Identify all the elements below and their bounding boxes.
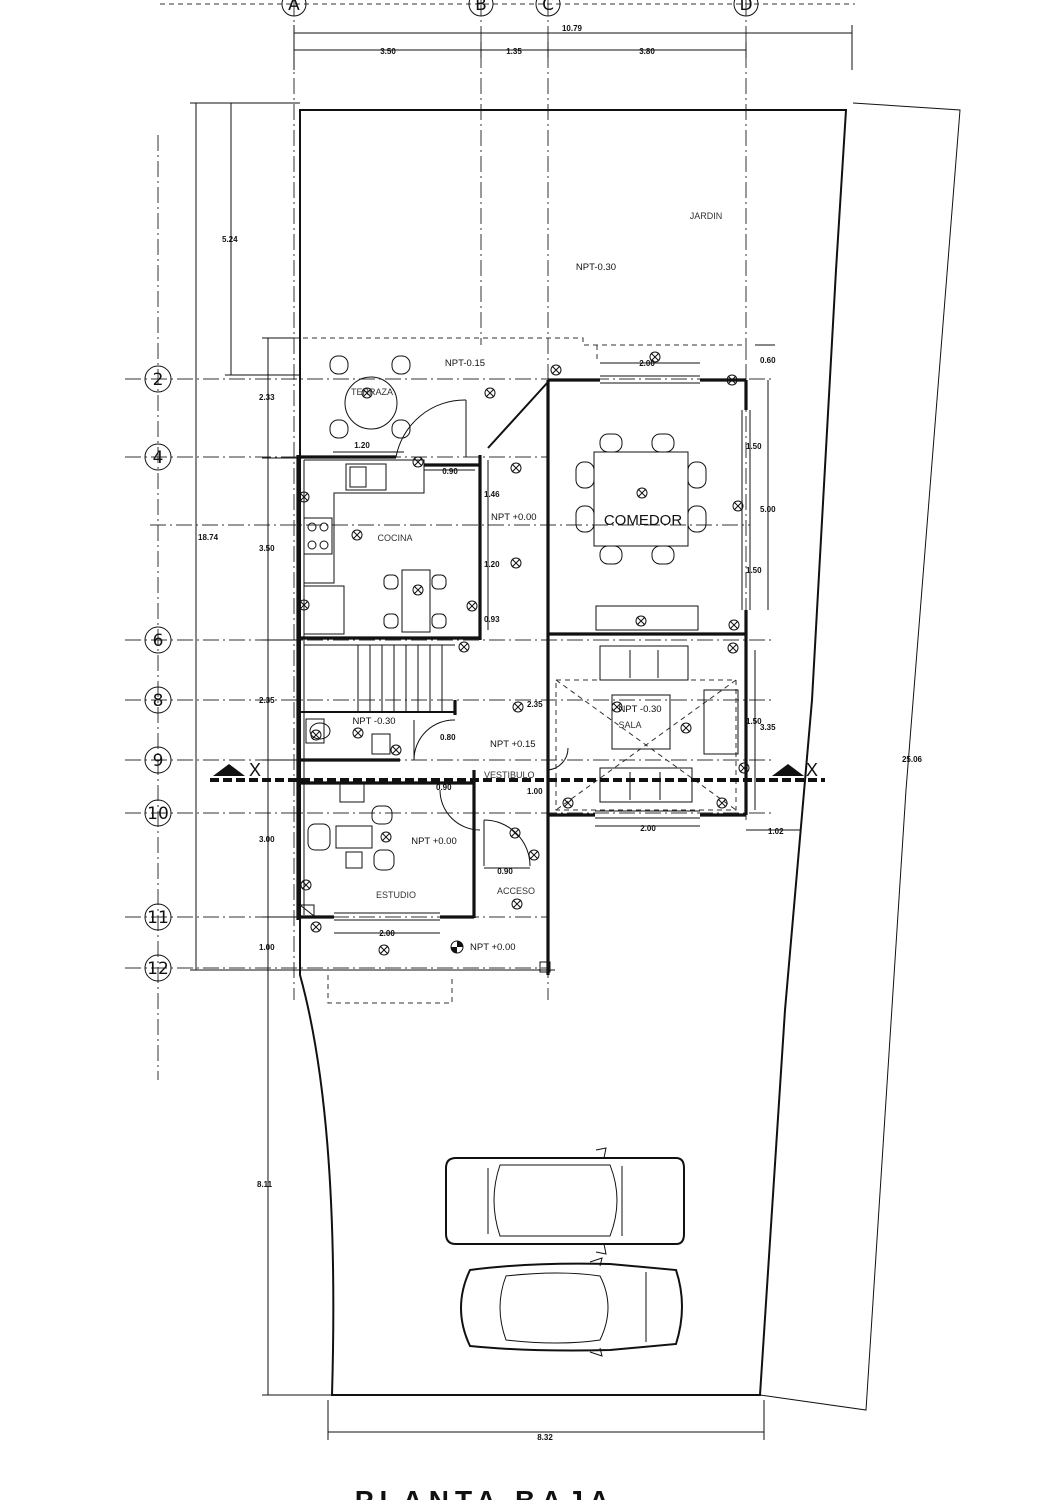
svg-text:1.46: 1.46 — [484, 490, 500, 499]
axis-bubble-2: 2 — [144, 365, 172, 393]
top-axes: A B C D — [160, 0, 855, 1000]
lot-boundary: 8.32 25.06 — [299, 102, 961, 1442]
left-dimensions: 18.74 5.24 2.33 3.50 2.35 3.00 1.00 8.11 — [190, 102, 332, 1396]
dim-d3: 2.35 — [259, 696, 275, 705]
label-jardin: JARDIN — [690, 211, 723, 221]
dim-driveway: 8.11 — [257, 1180, 273, 1189]
dim-total-top: 10.79 — [562, 24, 583, 33]
svg-text:1.50: 1.50 — [746, 717, 762, 726]
svg-text:0.60: 0.60 — [760, 356, 776, 365]
svg-text:8: 8 — [153, 691, 164, 711]
terrace: TERRAZA NPT-0.15 1.20 — [294, 337, 747, 458]
svg-text:5.00: 5.00 — [760, 505, 776, 514]
svg-text:C: C — [542, 0, 554, 15]
svg-text:D: D — [739, 0, 752, 15]
level-main: NPT +0.00 — [491, 512, 537, 523]
svg-text:2.35: 2.35 — [527, 700, 543, 709]
dim-dining-window: 2.00 — [639, 359, 655, 368]
kitchen: COCINA 0.90 — [303, 459, 475, 635]
axis-bubble-c: C — [535, 0, 561, 17]
level-entry: NPT +0.00 — [470, 942, 516, 953]
access: 0.90 ACCESO NPT +0.00 — [450, 819, 535, 954]
level-study: NPT +0.00 — [411, 836, 457, 847]
level-vestibule: NPT +0.15 — [490, 739, 536, 750]
svg-text:X: X — [249, 760, 261, 780]
light-fixtures — [298, 351, 750, 956]
axis-bubble-11: 11 — [144, 903, 172, 931]
dim-overall-left: 18.74 — [198, 533, 219, 542]
left-axes: 2 4 6 8 9 10 11 12 — [125, 135, 775, 1080]
dim-terrace-door: 1.20 — [354, 441, 370, 450]
axis-bubble-9: 9 — [144, 746, 172, 774]
dim-kitchen-door: 0.90 — [442, 467, 458, 476]
dim-sala-window: 2.00 — [640, 824, 656, 833]
label-cocina: COCINA — [377, 533, 412, 543]
vestibule: 2.35 NPT +0.15 VESTIBULO 0.90 1.00 — [436, 700, 569, 831]
walls — [296, 375, 751, 1004]
axis-bubble-12: 12 — [144, 954, 172, 982]
svg-text:1.02: 1.02 — [768, 827, 784, 836]
dim-overall-right: 25.06 — [902, 755, 923, 764]
section-cut-x: X X — [210, 760, 825, 782]
axis-bubble-a: A — [281, 0, 307, 17]
axis-bubble-b: B — [468, 0, 494, 17]
dim-b-c: 1.35 — [506, 47, 522, 56]
axis-bubble-10: 10 — [144, 799, 172, 827]
level-garden: NPT-0.30 — [576, 262, 616, 273]
svg-text:1.50: 1.50 — [746, 442, 762, 451]
svg-text:4: 4 — [153, 448, 164, 468]
living-room: NPT -0.30 SALA 2.00 — [555, 645, 739, 833]
level-sala: NPT -0.30 — [618, 704, 661, 715]
svg-text:10: 10 — [147, 804, 169, 824]
dim-d1: 2.33 — [259, 393, 275, 402]
svg-text:3.35: 3.35 — [760, 723, 776, 732]
stairs — [304, 644, 455, 712]
dim-study-window: 2.00 — [379, 929, 395, 938]
svg-text:6: 6 — [153, 631, 164, 651]
level-bath: NPT -0.30 — [352, 716, 395, 727]
dining: 2.00 COMEDOR — [575, 359, 707, 631]
dim-a-b: 3.50 — [380, 47, 396, 56]
svg-text:0.90: 0.90 — [497, 867, 513, 876]
label-estudio: ESTUDIO — [376, 890, 416, 900]
label-acceso: ACCESO — [497, 886, 535, 896]
bathroom: NPT -0.30 0.80 — [305, 716, 456, 761]
hall-dims: 1.46 1.20 0.93 NPT +0.00 — [484, 460, 537, 630]
dim-c-d: 3.80 — [639, 47, 655, 56]
svg-text:9: 9 — [153, 751, 164, 771]
axis-bubble-8: 8 — [144, 686, 172, 714]
label-vestibulo: VESTIBULO — [484, 770, 535, 780]
car-1 — [445, 1147, 685, 1255]
svg-text:X: X — [806, 760, 818, 780]
dim-front: 8.32 — [537, 1433, 553, 1442]
right-dims: 0.60 1.50 5.00 1.50 1.50 3.35 1.02 — [746, 344, 800, 836]
svg-text:A: A — [288, 0, 300, 15]
dim-d4: 3.00 — [259, 835, 275, 844]
svg-text:12: 12 — [147, 959, 169, 979]
axis-bubble-4: 4 — [144, 443, 172, 471]
svg-text:0.90: 0.90 — [436, 783, 452, 792]
svg-text:2: 2 — [153, 370, 164, 390]
label-sala: SALA — [618, 720, 641, 730]
svg-text:1.20: 1.20 — [484, 560, 500, 569]
svg-text:11: 11 — [147, 908, 169, 928]
level-terrace: NPT-0.15 — [445, 358, 485, 369]
svg-text:0.80: 0.80 — [440, 733, 456, 742]
svg-text:1.50: 1.50 — [746, 566, 762, 575]
axis-bubble-6: 6 — [144, 626, 172, 654]
top-dimensions: 10.79 3.50 1.35 3.80 — [293, 24, 853, 70]
car-2 — [460, 1257, 683, 1357]
axis-bubble-d: D — [733, 0, 759, 17]
study: NPT +0.00 ESTUDIO 2.00 — [298, 783, 457, 938]
dim-d2: 3.50 — [259, 544, 275, 553]
dim-d5: 1.00 — [259, 943, 275, 952]
svg-text:0.93: 0.93 — [484, 615, 500, 624]
label-comedor: COMEDOR — [604, 512, 683, 529]
svg-text:1.00: 1.00 — [527, 787, 543, 796]
dim-garden: 5.24 — [222, 235, 238, 244]
plan-title: PLANTA BAJA — [355, 1485, 615, 1500]
svg-text:B: B — [475, 0, 487, 15]
